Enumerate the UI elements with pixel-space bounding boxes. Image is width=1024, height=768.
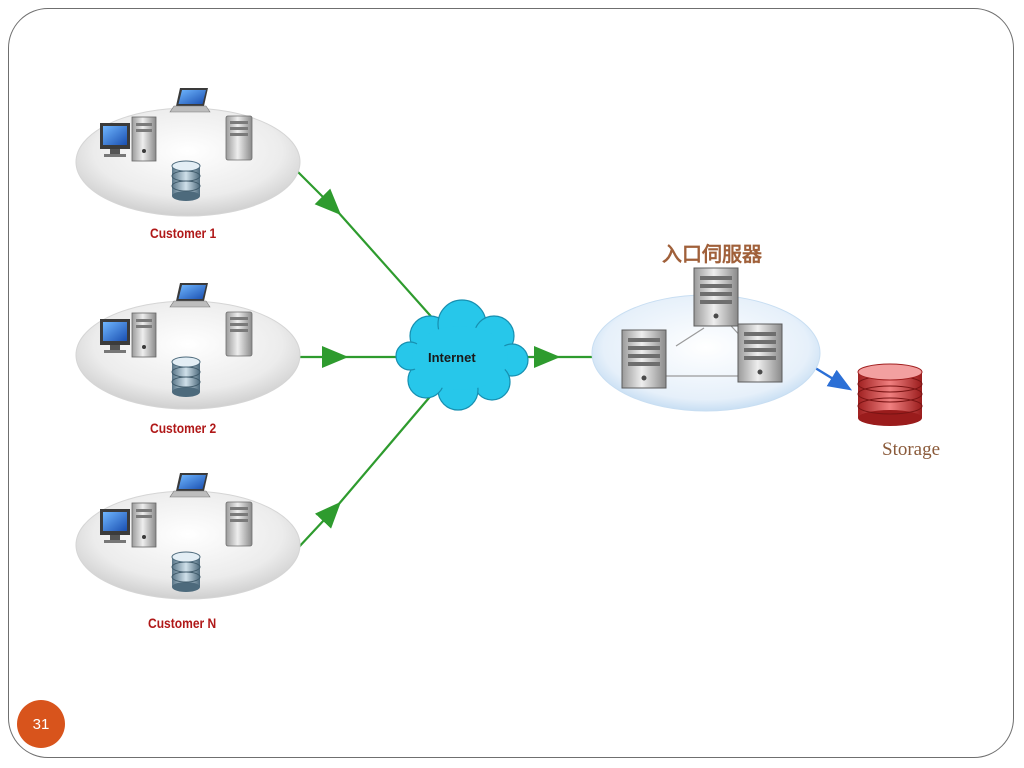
connection-arrows	[295, 169, 853, 549]
internet-label: Internet	[428, 350, 476, 365]
server-tower-icon	[225, 311, 253, 357]
customer-label: Customer N	[148, 615, 217, 631]
database-icon	[171, 160, 201, 202]
customer-cluster-1	[75, 87, 301, 217]
gateway-server-cluster	[591, 267, 821, 412]
laptop-icon	[169, 472, 211, 498]
internet-cloud-icon	[395, 299, 529, 411]
customer-label: Customer 1	[150, 225, 217, 241]
customer-label: Customer 2	[150, 420, 217, 436]
server-tower-icon	[225, 115, 253, 161]
arrow-customerN-to-internet	[297, 501, 341, 549]
server-icon	[693, 267, 739, 327]
database-icon	[171, 356, 201, 398]
gateway-title: 入口伺服器	[662, 242, 762, 266]
server-icon	[621, 329, 667, 389]
server-tower-icon	[225, 501, 253, 547]
storage-database-icon	[857, 363, 923, 426]
storage-label: Storage	[882, 439, 941, 460]
arrow-gateway-to-storage	[811, 364, 853, 391]
arrow-customer1-to-internet	[295, 169, 342, 216]
laptop-icon	[169, 87, 211, 113]
database-icon	[171, 551, 201, 593]
server-icon	[737, 323, 783, 383]
laptop-icon	[169, 282, 211, 308]
customer-cluster-2	[75, 282, 301, 410]
customer-cluster-n	[75, 472, 301, 600]
page-number-badge: 31	[17, 700, 65, 748]
